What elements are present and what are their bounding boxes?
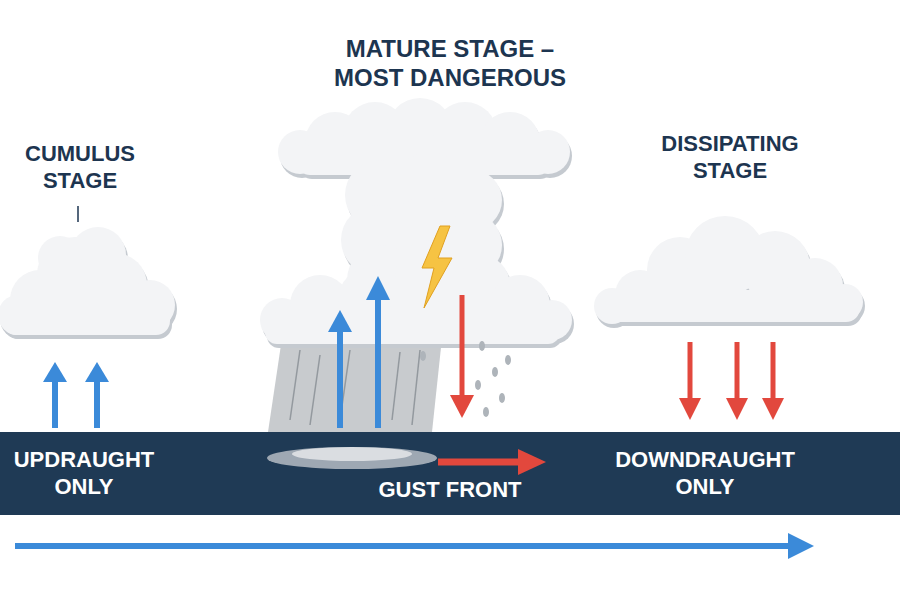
stage-label: MATURE STAGE – MOST DANGEROUS — [315, 34, 585, 92]
stage-label: CUMULUS STAGE — [5, 140, 155, 194]
band-label: DOWNDRAUGHT ONLY — [595, 446, 815, 500]
band-label: GUST FRONT — [340, 476, 560, 503]
band-label: UPDRAUGHT ONLY — [4, 446, 164, 500]
ground-band: UPDRAUGHT ONLY GUST FRONT DOWNDRAUGHT ONLY — [0, 432, 900, 515]
gust-front-arrow — [0, 432, 900, 515]
stage-label: DISSIPATING STAGE — [630, 130, 830, 184]
